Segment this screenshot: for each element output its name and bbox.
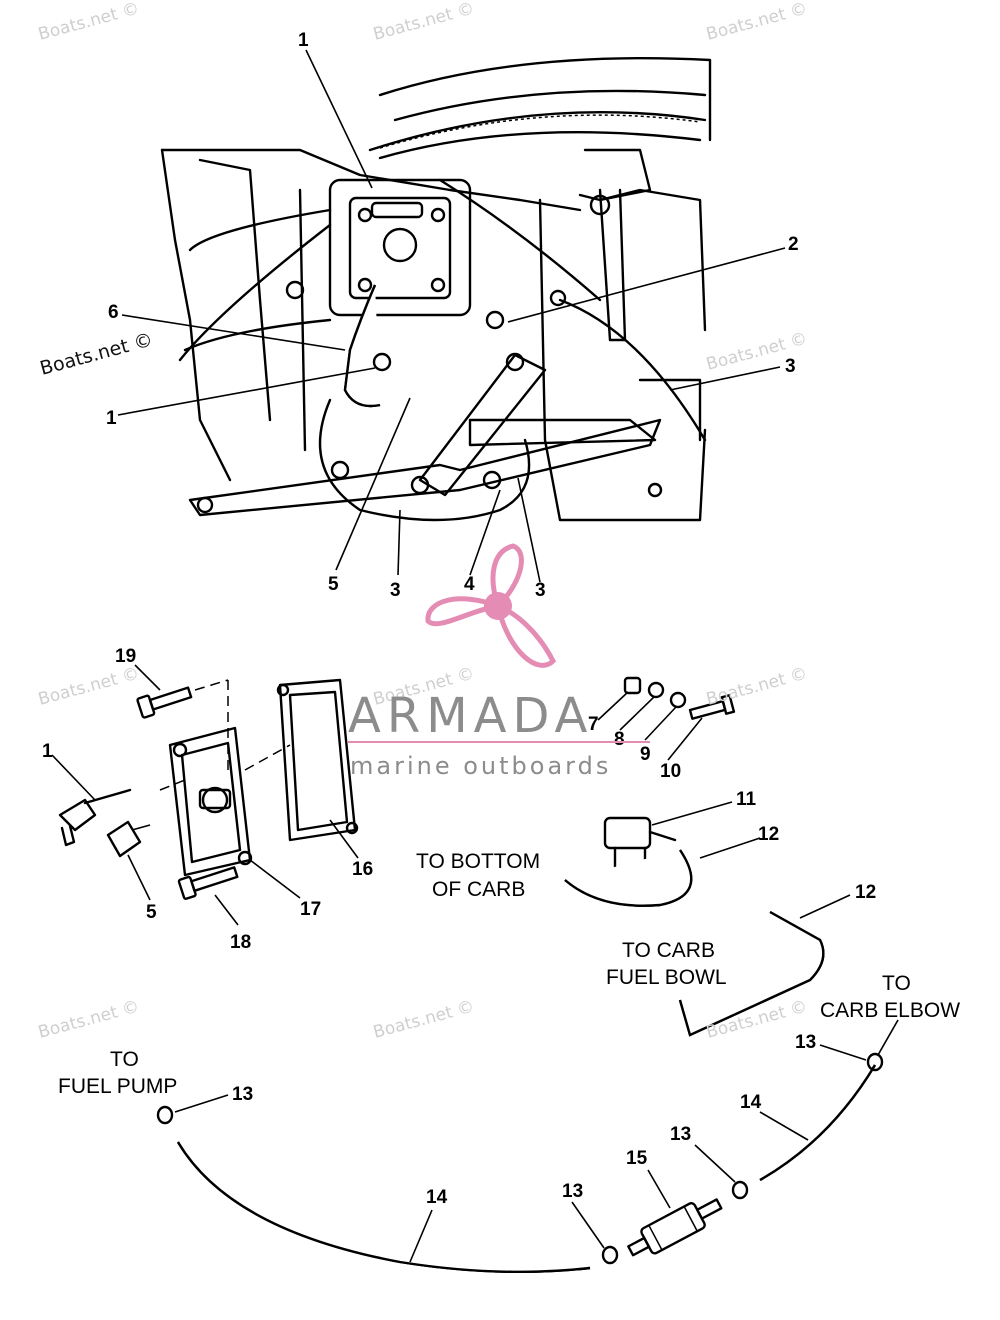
label-to-bottom-of-carb-line2: OF CARB	[432, 878, 525, 901]
callout-6: 6	[108, 302, 119, 323]
watermark-text: Boats.net ©	[36, 0, 141, 45]
callout-7: 7	[588, 714, 599, 735]
callout-5-pump: 5	[146, 902, 157, 923]
watermark-text: Boats.net ©	[36, 664, 141, 710]
callout-10: 10	[660, 761, 681, 782]
armada-logo: ARMADA marine outboards	[348, 543, 650, 780]
callout-1-top: 1	[298, 30, 309, 51]
callout-13-filter-right: 13	[670, 1124, 691, 1145]
callout-3-bottom: 3	[390, 580, 401, 601]
callout-9: 9	[640, 744, 651, 765]
engine-assembly-illustration	[160, 57, 712, 522]
callout-5-top: 5	[328, 574, 339, 595]
callout-12-lower: 12	[855, 882, 876, 903]
callout-2: 2	[788, 234, 799, 255]
callout-8: 8	[614, 729, 625, 750]
label-to-fuel-pump-line2: FUEL PUMP	[58, 1075, 177, 1098]
label-to-fuel-pump-line1: TO	[110, 1048, 139, 1071]
callout-1-left: 1	[106, 408, 117, 429]
callout-17: 17	[300, 899, 321, 920]
callout-4: 4	[464, 574, 475, 595]
callout-13-elbow: 13	[795, 1032, 816, 1053]
fuel-line-assembly	[156, 816, 884, 1274]
lower-leader-lines	[51, 664, 899, 1263]
brand-name: ARMADA	[348, 688, 593, 744]
exploded-fuel-pump	[58, 676, 736, 900]
callout-18: 18	[230, 932, 251, 953]
callout-15: 15	[626, 1148, 648, 1169]
watermark-text: Boats.net ©	[704, 664, 809, 710]
watermarks: Boats.net © Boats.net © Boats.net © Boat…	[36, 0, 809, 1043]
watermark-text: Boats.net ©	[704, 0, 809, 45]
callout-11: 11	[736, 789, 757, 810]
callout-1-pump: 1	[42, 741, 53, 762]
callout-3-right: 3	[785, 356, 796, 377]
callout-14-left: 14	[426, 1187, 448, 1208]
propeller-icon	[425, 543, 557, 668]
label-to-carb-elbow-line2: CARB ELBOW	[820, 999, 960, 1022]
callout-13-pump: 13	[232, 1084, 253, 1105]
watermark-text: Boats.net ©	[36, 997, 141, 1043]
top-leader-lines	[117, 49, 786, 583]
label-to-carb-fuel-bowl-line1: TO CARB	[622, 939, 715, 962]
lower-callouts: 19 7 8 9 10 1 5 17 16 18 11 12 12 13 13 …	[42, 646, 876, 1208]
callout-3-lower: 3	[535, 580, 546, 601]
watermark-text: Boats.net ©	[371, 997, 476, 1043]
callout-19: 19	[115, 646, 136, 667]
callout-14-right: 14	[740, 1092, 762, 1113]
label-to-carb-fuel-bowl-line2: FUEL BOWL	[606, 966, 727, 989]
watermark-text: Boats.net ©	[371, 0, 476, 45]
label-to-carb-elbow-line1: TO	[882, 972, 911, 995]
watermark-text: Boats.net ©	[38, 329, 156, 380]
callout-12-upper: 12	[758, 824, 779, 845]
routing-labels: TO BOTTOM OF CARB TO CARB FUEL BOWL TO C…	[58, 850, 960, 1098]
callout-16: 16	[352, 859, 373, 880]
callout-13-filter-left: 13	[562, 1181, 583, 1202]
top-callouts: 1 2 3 6 1 5 3 4 3	[106, 30, 799, 601]
brand-tagline: marine outboards	[350, 752, 611, 780]
label-to-bottom-of-carb-line1: TO BOTTOM	[416, 850, 540, 873]
